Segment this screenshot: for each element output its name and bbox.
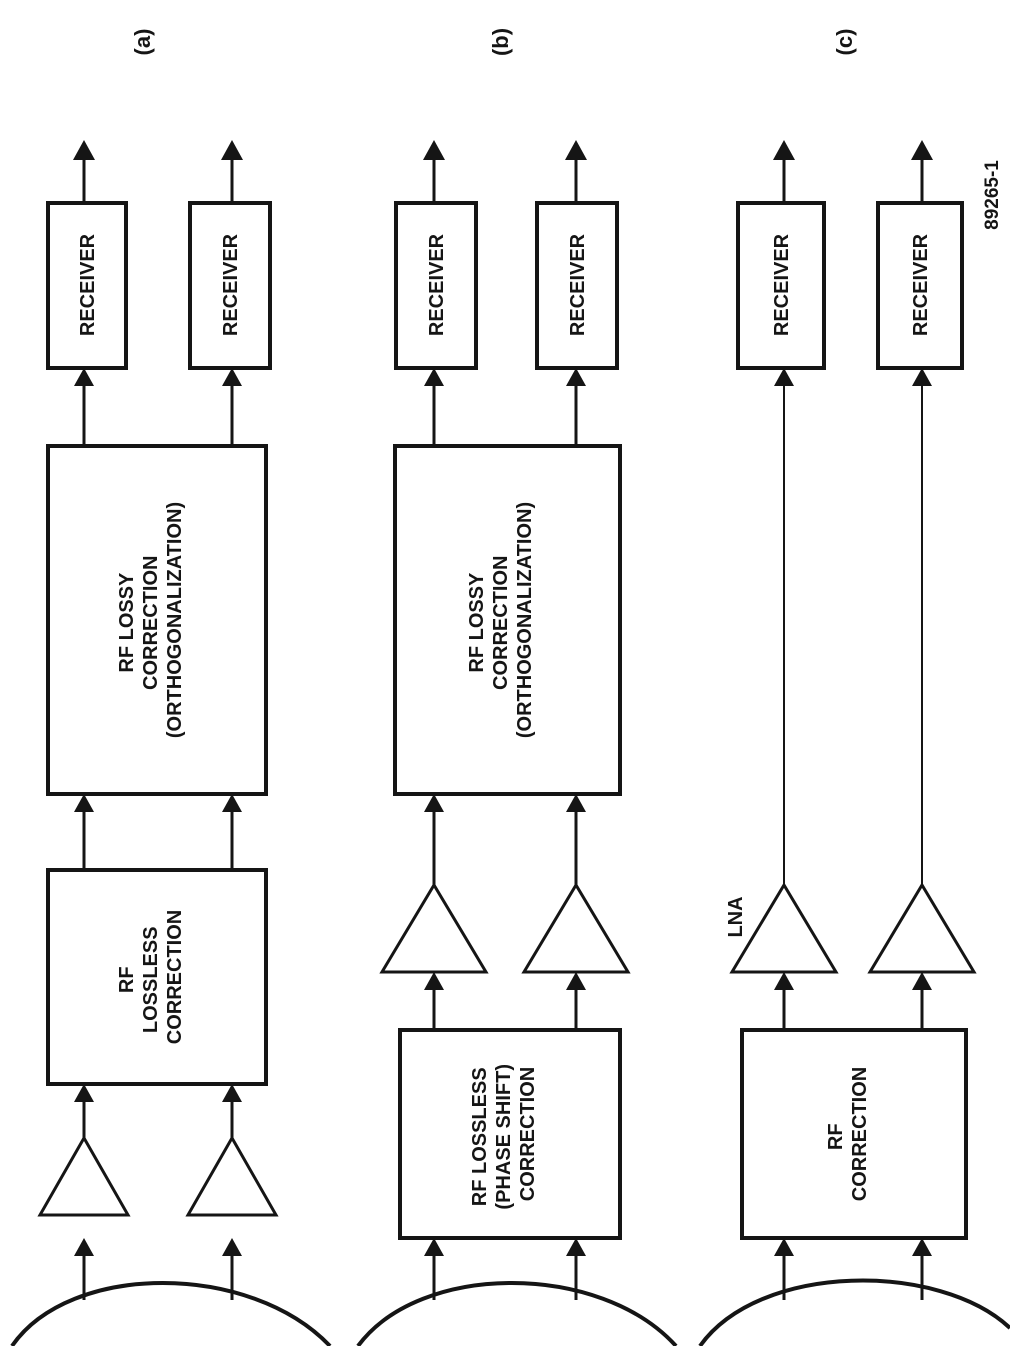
arrow-up-icon [424,368,444,386]
panel-c: (c) LNA [698,29,1010,1346]
output-arrow-icon [221,140,243,160]
antenna-aperture-a [10,1281,332,1346]
panel-a-label: (a) [130,29,155,56]
receiver-box-c2 [876,201,964,370]
arrow-up-icon [424,794,444,812]
panel-b-label: (b) [488,28,513,56]
channel-b2 [521,140,631,1300]
receiver-label-b1: RECEIVER [426,233,448,336]
lna-label: LNA [725,896,747,937]
figure-number: 89265-1 [982,160,1003,230]
channel-c2 [867,140,977,1300]
arrow-up-icon [774,1238,794,1256]
arrow-up-icon [222,1084,242,1102]
arrow-up-icon [424,1238,444,1256]
rf-lossless-phase-shift-box-b [398,1028,622,1240]
receiver-label-c2: RECEIVER [910,233,932,336]
arrow-up-icon [566,972,586,990]
arrow-up-icon [74,1084,94,1102]
output-arrow-icon [565,140,587,160]
antenna-aperture-c [698,1278,1010,1346]
receiver-label-a1: RECEIVER [77,233,99,336]
rf-correction-box-c [740,1028,968,1240]
panel-c-label: (c) [832,29,857,56]
arrow-up-icon [74,1238,94,1256]
rf-lossy-correction-box-b [393,444,622,796]
receiver-box-b2 [535,201,619,370]
arrow-up-icon [566,368,586,386]
rf-lossy-correction-text-a: RF LOSSY CORRECTION (ORTHOGONALIZATION) [116,502,186,738]
amplifier-triangle-b1 [379,882,489,974]
output-arrow-icon [911,140,933,160]
arrow-up-icon [222,1238,242,1256]
rf-lossless-correction-box-a [46,868,268,1086]
arrow-up-icon [74,368,94,386]
lna-triangle-c1 [729,882,839,974]
channel-c1 [729,140,839,1300]
receiver-box-c1 [736,201,826,370]
rf-lossless-phase-shift-text-b: RF LOSSLESS (PHASE SHIFT) CORRECTION [469,1058,539,1209]
arrow-up-icon [912,1238,932,1256]
arrow-up-icon [424,972,444,990]
receiver-box-a2 [188,201,272,370]
receiver-label-b2: RECEIVER [567,233,589,336]
receiver-label-a2: RECEIVER [220,233,242,336]
rf-lossy-correction-text-b: RF LOSSY CORRECTION (ORTHOGONALIZATION) [466,502,536,738]
amplifier-triangle-b2 [521,882,631,974]
arrow-up-icon [774,368,794,386]
arrow-up-icon [566,1238,586,1256]
amplifier-triangle-a1 [37,1134,131,1217]
arrow-up-icon [774,972,794,990]
rf-correction-text-c: RF CORRECTION [825,1067,871,1201]
output-arrow-icon [73,140,95,160]
panel-a: (a) [10,29,332,1346]
antenna-aperture-b [356,1281,678,1346]
arrow-up-icon [912,972,932,990]
output-arrow-icon [423,140,445,160]
rf-lossy-correction-box-a [46,444,268,796]
arrow-up-icon [566,794,586,812]
rf-lossless-correction-text-a: RF LOSSLESS CORRECTION [116,910,186,1044]
arrow-up-icon [222,794,242,812]
arrow-up-icon [912,368,932,386]
arrow-up-icon [222,368,242,386]
channel-a1 [37,140,131,1300]
receiver-box-a1 [46,201,128,370]
lna-triangle-c2 [867,882,977,974]
receiver-label-c1: RECEIVER [771,233,793,336]
channel-a2 [185,140,279,1300]
output-arrow-icon [773,140,795,160]
amplifier-triangle-a2 [185,1134,279,1217]
channel-b1 [379,140,489,1300]
receiver-box-b1 [394,201,478,370]
arrow-up-icon [74,794,94,812]
panel-b: (b) [356,28,678,1346]
